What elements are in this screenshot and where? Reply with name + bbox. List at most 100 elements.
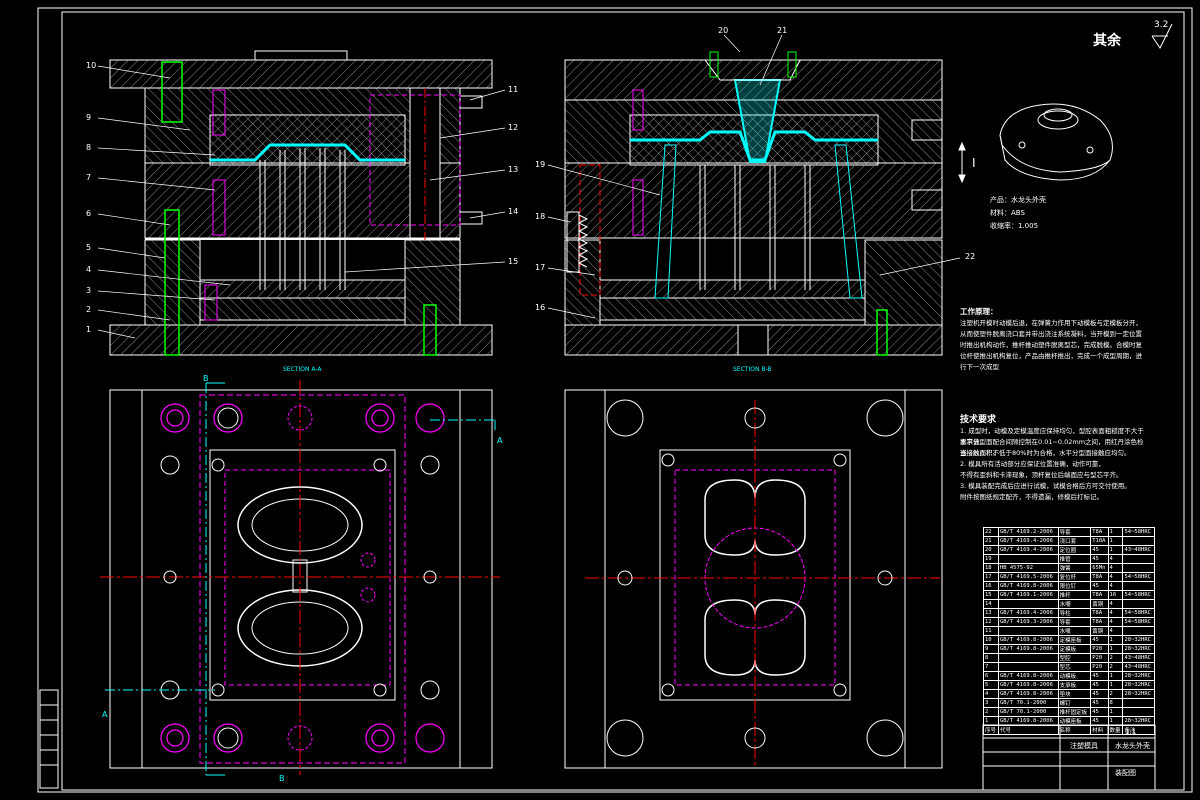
bom-cell: 弹簧 (1057, 563, 1092, 573)
bom-cell: GB/T 70.1-2000 (997, 707, 1059, 717)
bom-cell: 4 (1107, 626, 1124, 636)
callout-13: 13 (508, 165, 519, 174)
bom-cell: HB 4575-92 (997, 563, 1059, 573)
bom-cell: GB/T 4169.4-2006 (997, 536, 1059, 546)
spacer-left (144, 239, 201, 326)
bom-cell: 45 (1090, 545, 1109, 555)
section-b-title: SECTION B-B (733, 366, 772, 373)
callout-3: 3 (86, 286, 92, 295)
callout-5: 5 (86, 243, 92, 252)
bom-cell: GB/T 4169.2-2006 (997, 527, 1059, 537)
process-title: 工作原理： (960, 307, 998, 316)
leaders-right (547, 34, 961, 319)
bom-cell: 水嘴 (1057, 599, 1092, 609)
bom-header-cell: 代号 (997, 725, 1059, 735)
bottom-clamp-plate (109, 324, 493, 356)
bom-cell: 45 (1090, 680, 1109, 690)
bom-cell: 型腔 (1057, 653, 1092, 663)
bom-cell: 21 (983, 536, 999, 546)
bom-cell: 54~58HRC (1122, 527, 1155, 537)
plan-view-right (564, 389, 943, 769)
bom-cell: 1 (1107, 707, 1124, 717)
title-scale: 1:1 (1125, 728, 1137, 736)
bom-cell: GB/T 4169.4-2006 (997, 545, 1059, 555)
bom-cell (1122, 599, 1155, 609)
bom-cell: 45 (1090, 581, 1109, 591)
bom-cell: 11 (983, 626, 999, 636)
bom-cell: 限位钉 (1057, 581, 1092, 591)
bom-cell: 16 (1107, 590, 1124, 600)
bom-cell: 推管 (1057, 554, 1092, 564)
bom-cell: 14 (983, 599, 999, 609)
bom-cell: 定位圈 (1057, 545, 1092, 555)
bom-cell: GB/T 4169.5-2006 (997, 572, 1059, 582)
bom-cell: 17 (983, 572, 999, 582)
bom-cell: 28~32HRC (1122, 635, 1155, 645)
bom-cell: 28~32HRC (1122, 716, 1155, 726)
bom-cell: GB/T 4169.4-2006 (997, 608, 1059, 618)
section-a-a (109, 50, 493, 356)
bom-cell: 复位杆 (1057, 572, 1092, 582)
bom-header-cell: 材料 (1090, 725, 1109, 735)
section-b-b (564, 51, 943, 356)
bom-cell: 推杆 (1057, 590, 1092, 600)
bom-cell: 黄铜 (1090, 626, 1109, 636)
callout-8: 8 (86, 143, 92, 152)
bom-cell: 6 (983, 671, 999, 681)
bom-cell: 13 (983, 608, 999, 618)
part-cavity-b (630, 130, 878, 162)
bom-cell: 45 (1090, 554, 1109, 564)
bom-cell: T8A (1090, 572, 1109, 582)
bom-cell: 54~58HRC (1122, 608, 1155, 618)
bom-cell: 支承板 (1057, 680, 1092, 690)
bom-cell: 浇口套 (1057, 536, 1092, 546)
callout-17: 17 (535, 263, 546, 272)
roughness-label: 其余 (1093, 33, 1121, 49)
bom-cell: 45 (1090, 698, 1109, 708)
bom-cell: 2 (1107, 662, 1124, 672)
bom-header-cell: 序号 (983, 725, 999, 735)
bom-cell: 4 (1107, 581, 1124, 591)
bom-cell: 螺钉 (1057, 698, 1092, 708)
bom-cell: 定模座板 (1057, 635, 1092, 645)
bom-header-row: 序号代号名称材料数量备注 (983, 725, 1155, 735)
bom-cell (1122, 581, 1155, 591)
bom-cell: 22 (983, 527, 999, 537)
bom-cell: 15 (983, 590, 999, 600)
bom-cell: 黄铜 (1090, 599, 1109, 609)
plan-view-left (100, 380, 500, 776)
bom-cell: 动模座板 (1057, 716, 1092, 726)
bom-cell: 16 (983, 581, 999, 591)
view-arrow (958, 141, 966, 184)
bom-cell: 导套 (1057, 527, 1092, 537)
callout-10: 10 (86, 61, 97, 70)
bom-cell: GB/T 4169.8-2006 (997, 671, 1059, 681)
bom-header-cell: 名称 (1057, 725, 1092, 735)
bom-cell: GB/T 4169.8-2006 (997, 689, 1059, 699)
callout-2: 2 (86, 305, 92, 314)
bom-cell (1122, 626, 1155, 636)
callout-12: 12 (508, 123, 519, 132)
part-cavity-a (210, 143, 405, 162)
bom-cell: 28~32HRC (1122, 689, 1155, 699)
bom-cell (1122, 563, 1155, 573)
bom-cell: 45 (1090, 707, 1109, 717)
bom-cell: 水嘴 (1057, 626, 1092, 636)
callout-4: 4 (86, 265, 92, 274)
